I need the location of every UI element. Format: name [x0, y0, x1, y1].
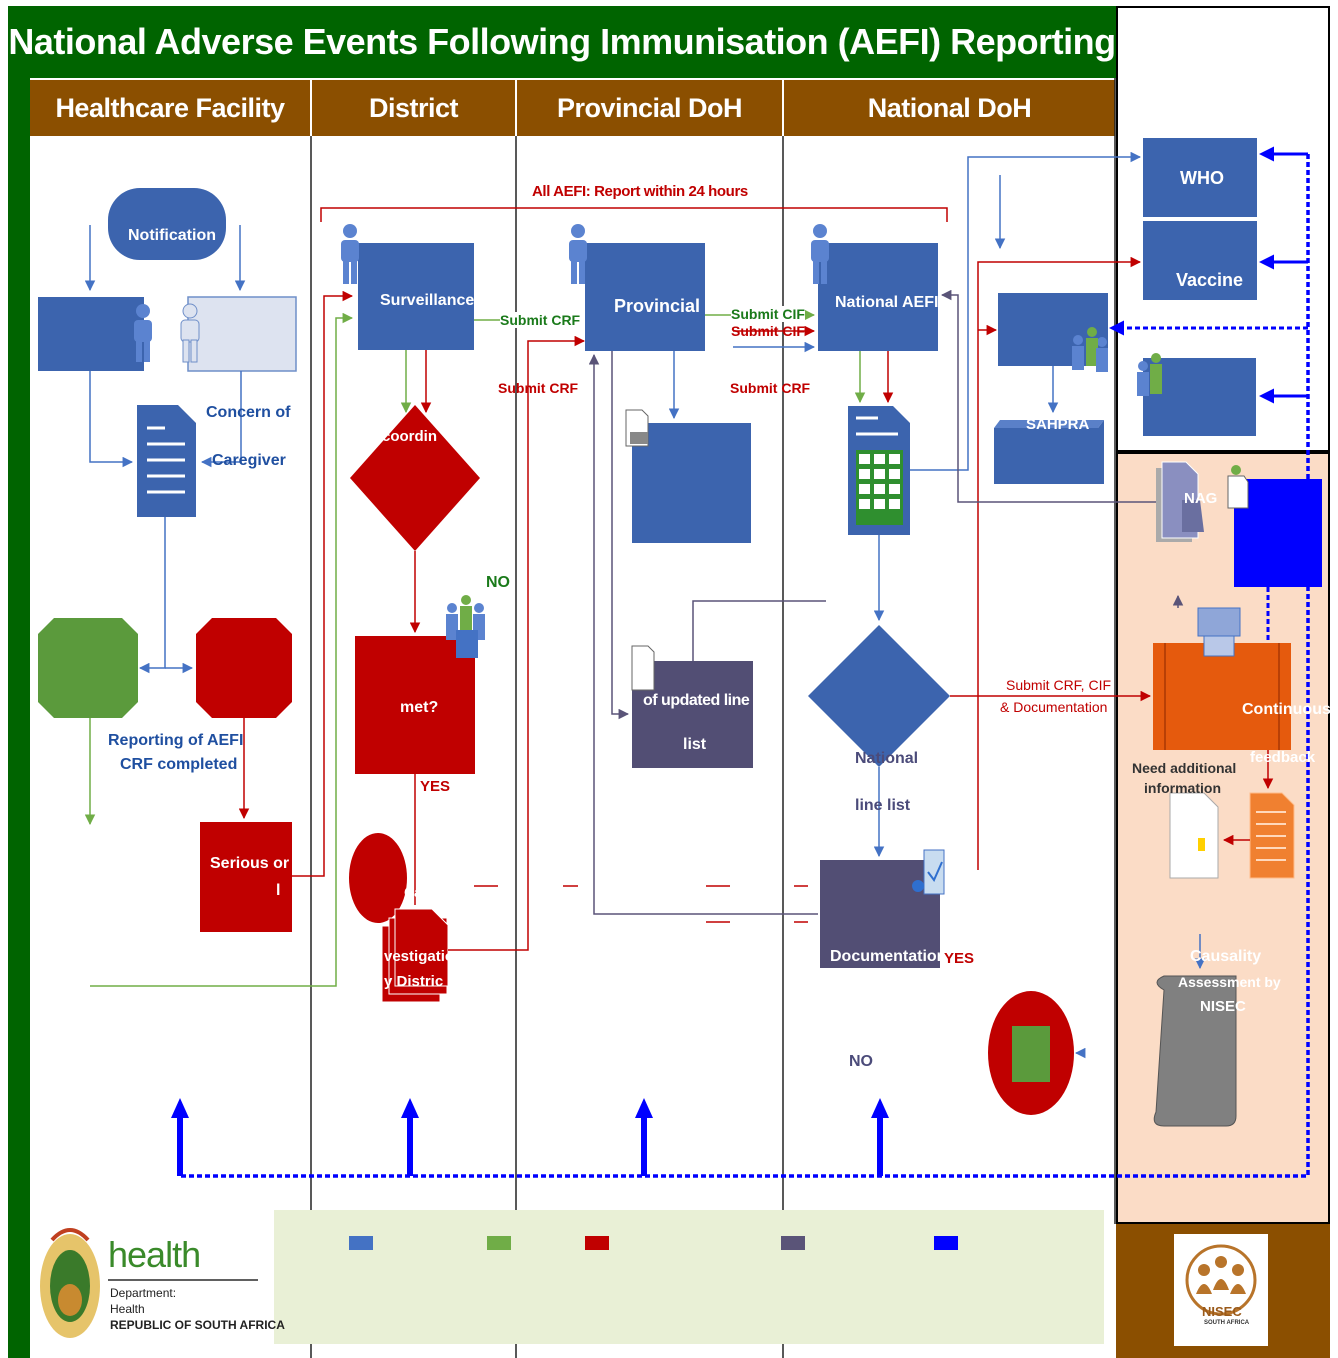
submit-crf-cif-doc-label-1: Submit CRF, CIF	[1006, 677, 1112, 693]
national-line-label: National	[855, 750, 919, 767]
nisec-logo: NISEC SOUTH AFRICA	[1174, 1234, 1268, 1346]
submit-cif-green: Submit CIF	[731, 306, 805, 322]
surveillance-label: Surveillance	[380, 292, 475, 309]
serious-l-label: l	[276, 882, 281, 899]
need-additional-label-2: information	[1144, 780, 1221, 796]
causality-label-1: Causality	[1190, 948, 1262, 965]
report-24h-label: All AEFI: Report within 24 hours	[532, 183, 748, 200]
provincial-label: Provincial	[614, 296, 701, 316]
left-border	[8, 78, 30, 1358]
case-label: Case	[404, 884, 438, 900]
submit-crf-green: Submit CRF	[500, 312, 581, 328]
yes-label-2: YES	[944, 950, 975, 967]
nisec-logo-text: NISEC	[1202, 1304, 1242, 1319]
submit-crf-cif-doc-label-2: & Documentation	[1000, 699, 1108, 715]
need-additional-label-1: Need additional	[1132, 760, 1237, 776]
nisec-logo-sub: SOUTH AFRICA	[1204, 1320, 1250, 1326]
continuous-label: Continuous	[1242, 701, 1331, 718]
submit-crf-red-1: Submit CRF	[498, 380, 579, 396]
vaccine-label: Vaccine	[1176, 270, 1244, 290]
nag-label: NAG	[1184, 490, 1218, 507]
health-country-label: REPUBLIC OF SOUTH AFRICA	[110, 1318, 285, 1332]
no-label-1: NO	[486, 574, 510, 591]
health-logo-text: health	[108, 1234, 201, 1275]
legend-swatch-red	[585, 1236, 609, 1250]
who-label: WHO	[1180, 168, 1224, 188]
legend-swatch-blue	[349, 1236, 373, 1250]
no-label-2: NO	[849, 1053, 873, 1070]
health-dept-label: Department:	[110, 1286, 177, 1300]
coordin-label: coordin	[382, 428, 437, 445]
legend-swatch-green	[487, 1236, 511, 1250]
feedback-label: feedback	[1250, 749, 1316, 766]
notification-label: Notification	[128, 227, 216, 244]
reporting-label-2: CRF completed	[120, 756, 238, 773]
lane-header-provincial: Provincial DoH	[517, 80, 782, 136]
submit-crf-red-2: Submit CRF	[730, 380, 811, 396]
lane-header-healthcare: Healthcare Facility	[30, 80, 310, 136]
health-small-label: Health	[110, 1302, 145, 1316]
page-title: National Adverse Events Following Immuni…	[8, 6, 1116, 78]
investigation-label: vestigatio	[384, 948, 455, 965]
causality-label-2: Assessment by	[1178, 974, 1281, 990]
submit-cif-red: Submit CIF	[731, 323, 805, 339]
list-label: list	[683, 736, 707, 753]
line-list-label: line list	[855, 797, 911, 814]
yes-label-1: YES	[420, 778, 451, 795]
lane-header-national: National DoH	[784, 80, 1115, 136]
caregiver-label: Caregiver	[212, 452, 286, 469]
legend-swatch-bright-blue	[934, 1236, 958, 1250]
sahpra-label: SAHPRA	[1026, 416, 1090, 433]
met-label: met?	[400, 699, 439, 716]
concern-of-label: Concern of	[206, 404, 291, 421]
reporting-label-1: Reporting of AEFI	[108, 732, 244, 749]
legend-swatch-purple	[781, 1236, 805, 1250]
causality-label-3: NISEC	[1200, 998, 1246, 1015]
serious-label: Serious or	[210, 855, 290, 872]
lane-header-district: District	[312, 80, 515, 136]
updated-line-label: of updated line	[643, 692, 750, 709]
by-district-label: y Distric	[384, 973, 444, 990]
documentation-label: Documentation	[830, 948, 947, 965]
national-aefi-label: National AEFI	[835, 294, 939, 311]
